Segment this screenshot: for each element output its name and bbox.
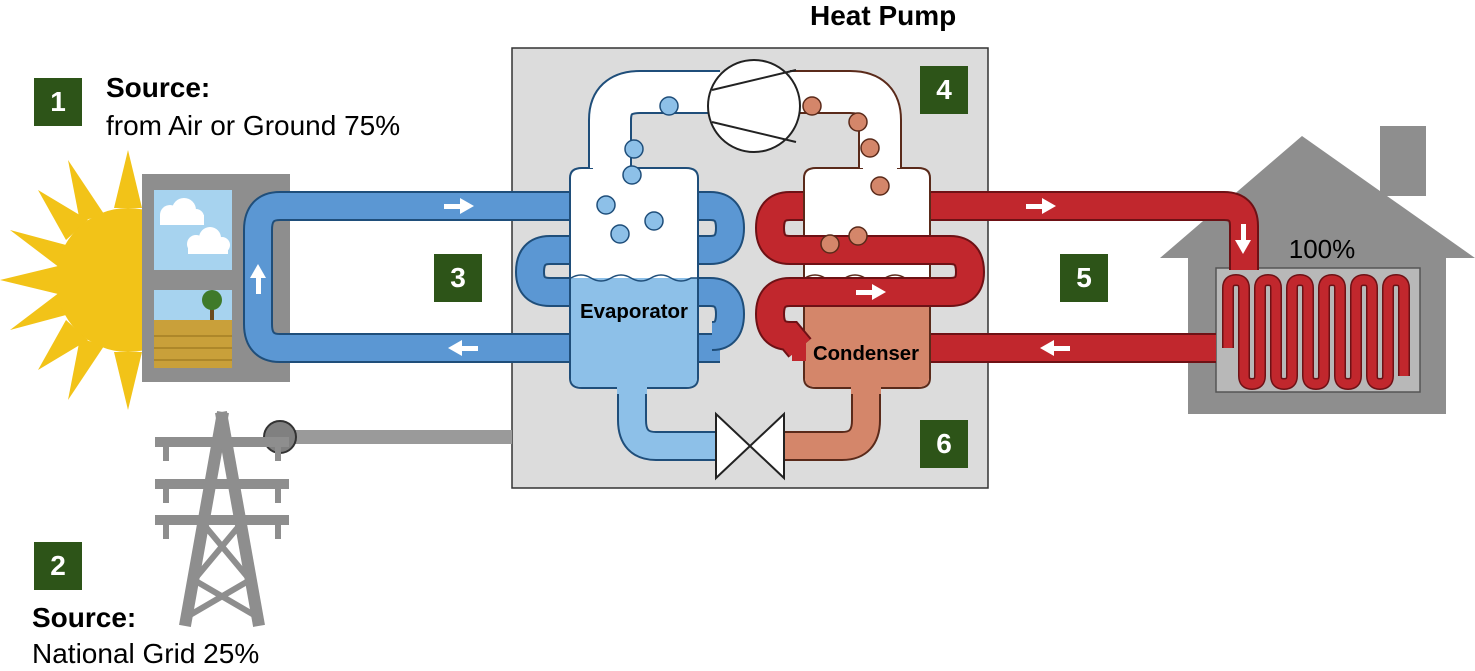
house-icon: [1160, 126, 1475, 414]
arrow-left-icon: [1040, 340, 1070, 356]
sun-icon: [0, 150, 200, 410]
step-badge-2: 2: [34, 542, 82, 590]
arrow-right-icon: [444, 198, 474, 214]
output-percent-label: 100%: [1289, 234, 1356, 264]
evaporator-label: Evaporator: [580, 301, 688, 323]
step-badge-3: 3: [434, 254, 482, 302]
cold-bubbles: [596, 96, 679, 244]
expansion-valve-icon: [715, 411, 785, 481]
diagram-title: Heat Pump: [810, 0, 957, 31]
flow-arrows: [250, 198, 1251, 356]
pylon-icon: [155, 411, 289, 627]
source1-detail: from Air or Ground 75%: [106, 110, 401, 141]
compressor-icon: [707, 59, 801, 153]
power-cable: [290, 430, 512, 444]
source2-detail: National Grid 25%: [32, 638, 260, 669]
step-badge-6: 6: [920, 420, 968, 468]
evaporator-vessel: [569, 167, 699, 389]
arrow-right-icon: [856, 284, 886, 300]
condenser-coil: [754, 191, 986, 361]
step-badge-5: 5: [1060, 254, 1108, 302]
arrow-up-icon: [250, 264, 266, 294]
hot-bubbles: [802, 96, 890, 254]
arrow-left-icon: [616, 242, 646, 258]
arrow-down-icon: [1235, 224, 1251, 254]
arrow-left-icon: [448, 340, 478, 356]
step-badge-4: 4: [920, 66, 968, 114]
expansion-pipes: [617, 380, 881, 461]
radiator: [1222, 273, 1410, 391]
evaporator-coil: [514, 191, 746, 351]
arrow-right-icon: [1026, 198, 1056, 214]
compressor-pipes: [588, 70, 902, 174]
condenser-label: Condenser: [813, 343, 919, 365]
source2-heading: Source:: [32, 602, 137, 633]
step-badge-1: 1: [34, 78, 82, 126]
source1-heading: Source:: [106, 72, 211, 103]
